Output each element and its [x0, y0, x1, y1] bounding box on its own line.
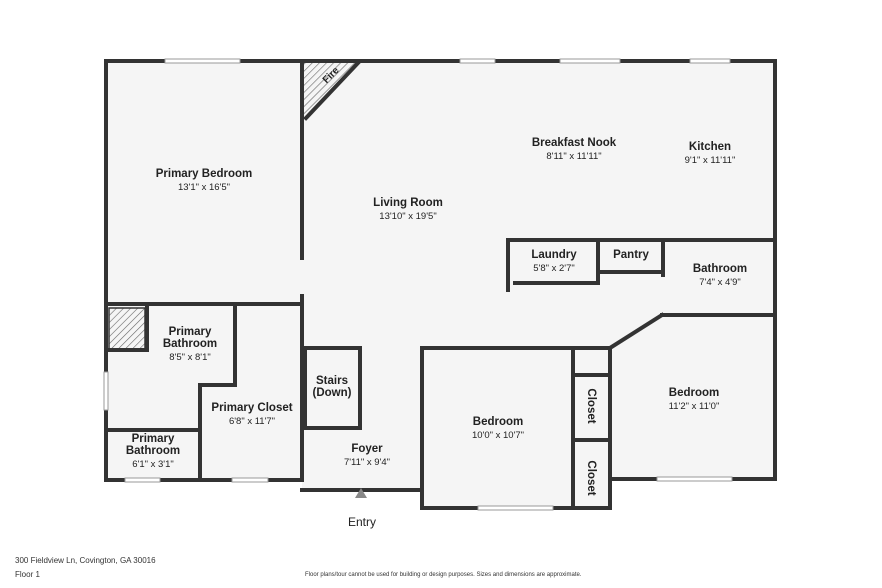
windows [103, 58, 733, 511]
address: 300 Fieldview Ln, Covington, GA 30016 [15, 556, 156, 565]
entry-label: Entry [347, 515, 377, 529]
room-stairs: Stairs (Down) [312, 375, 352, 399]
floor-label: Floor 1 [15, 570, 40, 579]
room-pantry: Pantry [613, 249, 649, 261]
floor-fill [106, 61, 775, 508]
room-closet-2: Closet [585, 460, 597, 496]
hatched-shaft [108, 307, 146, 351]
disclaimer: Floor plans/tour cannot be used for buil… [305, 572, 582, 578]
room-closet-1: Closet [585, 388, 597, 424]
entry-arrow-icon [355, 488, 367, 498]
